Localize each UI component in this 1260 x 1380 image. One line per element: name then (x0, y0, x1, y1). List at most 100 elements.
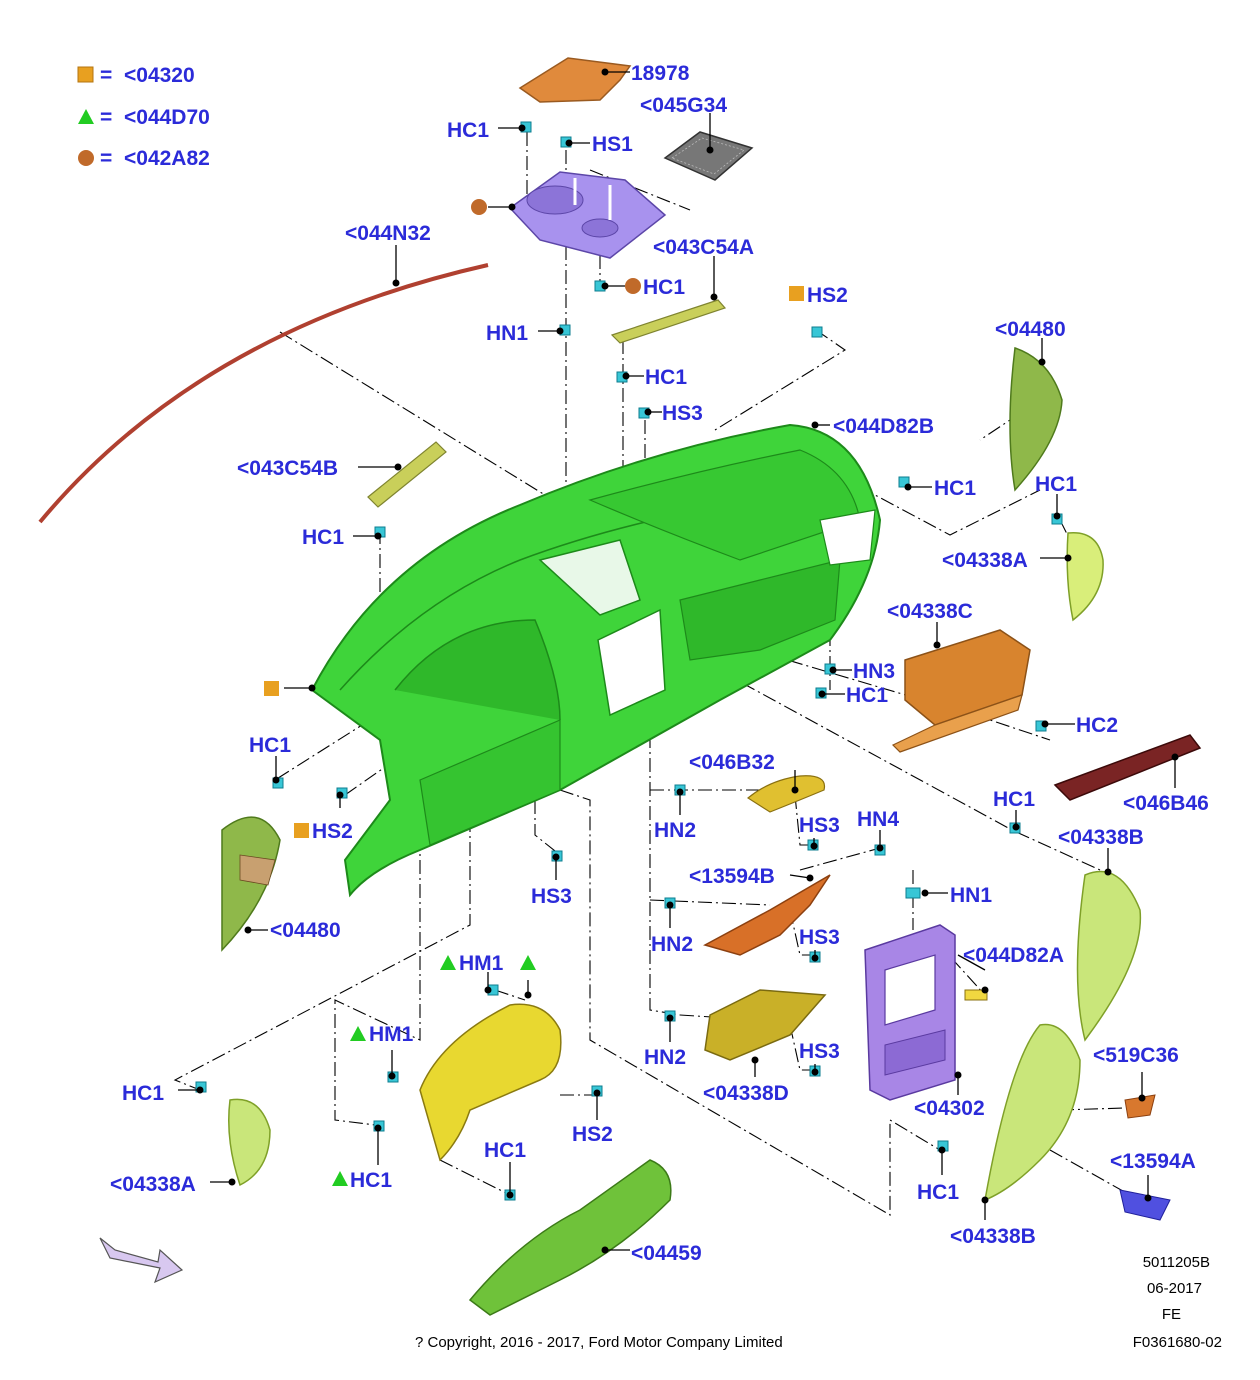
part-13594A-shape (1119, 1189, 1171, 1221)
label-fastener: HN2 (644, 1046, 686, 1069)
direction-arrow-icon (99, 1237, 184, 1284)
label-fastener: HC1 (302, 526, 344, 549)
label-044N32: <044N32 (345, 222, 431, 245)
part-13594B-shape (703, 874, 831, 956)
part-04338B-right-shape (1076, 870, 1142, 1042)
label-fastener: HC1 (122, 1082, 164, 1105)
label-fastener: HS3 (799, 1040, 840, 1063)
label-fastener: HS3 (799, 814, 840, 837)
part-labels: 18978 <045G34 <044N32 <043C54A <04480 <0… (110, 62, 1209, 1265)
part-04302-shape (864, 924, 956, 1101)
label-fastener: HN3 (853, 660, 895, 683)
label-04338B-right: <04338B (1058, 826, 1144, 849)
label-fastener: HC1 (645, 366, 687, 389)
label-fastener: HC1 (643, 276, 685, 299)
triangle-marker-icon (520, 955, 536, 970)
label-fastener: HN1 (486, 322, 528, 345)
label-04338A-right: <04338A (942, 549, 1028, 572)
label-04338B-bottom: <04338B (950, 1225, 1036, 1248)
inline-symbols (264, 199, 804, 1186)
triangle-marker-icon (440, 955, 456, 970)
label-fastener: HM1 (369, 1023, 414, 1046)
label-04338A-left: <04338A (110, 1173, 196, 1196)
square-marker-icon (264, 681, 279, 696)
label-fastener: HC1 (846, 684, 888, 707)
ref-code-1: 5011205B (1143, 1254, 1210, 1271)
part-043C54A-shape (610, 299, 727, 344)
label-fastener: HC1 (447, 119, 489, 142)
label-fastener: HC1 (249, 734, 291, 757)
part-04338A-right-shape (1066, 532, 1104, 622)
label-fastener: HS2 (807, 284, 848, 307)
label-04459: <04459 (631, 1242, 702, 1265)
label-fastener: HC1 (993, 788, 1035, 811)
square-marker-icon (294, 823, 309, 838)
label-fastener: HC1 (484, 1139, 526, 1162)
part-04480-right-shape (1009, 346, 1063, 492)
triangle-marker-icon (350, 1026, 366, 1041)
label-04338D: <04338D (703, 1082, 789, 1105)
circle-marker-icon (471, 199, 487, 215)
part-04338A-left-shape (228, 1098, 271, 1187)
label-044D82A: <044D82A (963, 944, 1064, 967)
label-fastener: HS1 (592, 133, 633, 156)
clip-icon (898, 476, 910, 488)
label-044D82B: <044D82B (833, 415, 934, 438)
part-04459-shape (468, 1159, 672, 1316)
legend-code-square: <04320 (124, 64, 195, 87)
legend-eq-3: = (100, 147, 112, 170)
label-043C54B: <043C54B (237, 457, 338, 480)
legend-eq-2: = (100, 106, 112, 129)
ref-code-2: 06-2017 (1147, 1280, 1202, 1297)
clip-icon (811, 326, 823, 338)
label-fastener: HS3 (531, 885, 572, 908)
part-046B46-shape (1053, 734, 1202, 801)
ref-code-4: F0361680-02 (1133, 1334, 1222, 1351)
label-13594A: <13594A (1110, 1150, 1196, 1173)
label-fastener: HC1 (917, 1181, 959, 1204)
label-fastener: HC1 (934, 477, 976, 500)
hvac-housing-shape (508, 171, 667, 259)
legend-square-icon (77, 66, 94, 83)
part-045G34-shape (663, 131, 754, 181)
label-045G34: <045G34 (640, 94, 727, 117)
part-18978-shape (518, 57, 632, 103)
circle-marker-icon (625, 278, 641, 294)
label-04480-left: <04480 (270, 919, 341, 942)
label-519C36: <519C36 (1093, 1044, 1179, 1067)
legend-code-triangle: <044D70 (124, 106, 210, 129)
part-04480-left-shape (221, 816, 281, 952)
label-04480-right: <04480 (995, 318, 1066, 341)
label-fastener: HC1 (1035, 473, 1077, 496)
footer: ? Copyright, 2016 - 2017, Ford Motor Com… (415, 1254, 1222, 1351)
part-044N32-shape (38, 263, 489, 524)
legend-code-circle: <042A82 (124, 147, 210, 170)
label-fastener: HS3 (662, 402, 703, 425)
leaders (178, 68, 1179, 1254)
copyright-text: ? Copyright, 2016 - 2017, Ford Motor Com… (415, 1334, 783, 1351)
ref-code-3: FE (1162, 1306, 1181, 1323)
label-043C54A: <043C54A (653, 236, 754, 259)
legend-eq-1: = (100, 64, 112, 87)
part-04338B-bottom-shape (984, 1023, 1081, 1202)
label-fastener: HC1 (350, 1169, 392, 1192)
label-fastener: HC2 (1076, 714, 1118, 737)
part-046B32-shape (746, 775, 826, 813)
label-fastener: HM1 (459, 952, 504, 975)
fastener-labels: HC1 HS1 HC1 HS2 HN1 HC1 HS3 HC1 HC1 HC1 … (122, 119, 1118, 1204)
part-043C54B-shape (367, 441, 447, 508)
label-13594B: <13594B (689, 865, 775, 888)
label-046B32: <046B32 (689, 751, 775, 774)
label-fastener: HN2 (651, 933, 693, 956)
clip-icon (905, 887, 921, 899)
triangle-marker-icon (332, 1171, 348, 1186)
label-04302: <04302 (914, 1097, 985, 1120)
cluster-bezel-shape (419, 1003, 562, 1162)
legend-triangle-icon (78, 109, 94, 124)
legend: = <04320 = <044D70 = <042A82 (77, 64, 210, 170)
label-fastener: HN2 (654, 819, 696, 842)
label-fastener: HN1 (950, 884, 992, 907)
part-044D82A-shape (964, 989, 988, 1001)
label-046B46: <046B46 (1123, 792, 1209, 815)
